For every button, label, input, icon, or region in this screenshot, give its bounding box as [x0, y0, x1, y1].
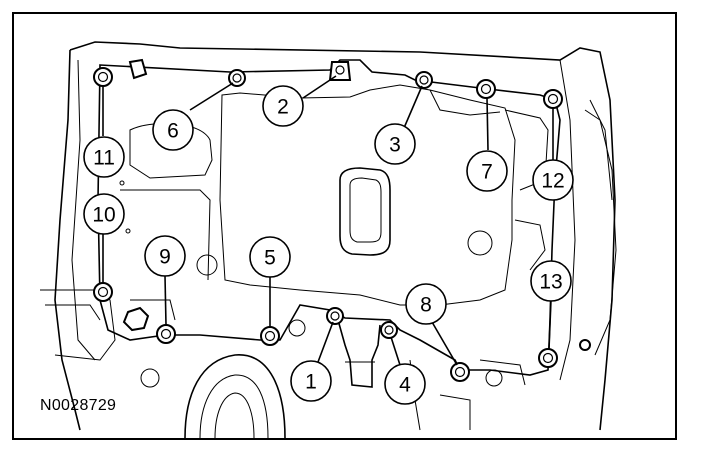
callout-label-2: 2 [277, 96, 289, 119]
callout-label-4: 4 [399, 374, 411, 397]
bolt-7 [476, 79, 496, 99]
figure-frame [12, 12, 677, 440]
bolts [93, 58, 591, 382]
bolt-13 [538, 348, 558, 368]
callout-label-1: 1 [305, 371, 317, 394]
lower-components [119, 180, 526, 439]
callout-5: 5 [249, 236, 291, 278]
bolt-2 [328, 61, 352, 81]
callout-10: 10 [83, 193, 125, 235]
callout-label-10: 10 [92, 204, 115, 227]
callout-label-9: 9 [159, 246, 171, 269]
callout-label-5: 5 [264, 247, 276, 270]
callout-1: 1 [290, 360, 332, 402]
callout-6: 6 [152, 109, 194, 151]
callout-label-6: 6 [167, 120, 179, 143]
bolt-4 [380, 321, 398, 339]
bolt-12 [543, 89, 563, 109]
callout-label-11: 11 [93, 147, 115, 170]
callout-label-13: 13 [539, 271, 562, 294]
bolt-3 [415, 71, 433, 89]
callout-label-8: 8 [420, 294, 432, 317]
callout-2: 2 [262, 85, 304, 127]
callouts: 1 2 3 4 5 6 7 8 9 10 11 12 13 [83, 85, 574, 405]
callout-9: 9 [144, 235, 186, 277]
callout-3: 3 [374, 123, 416, 165]
figure-code: N0028729 [40, 397, 117, 414]
bolt-6 [228, 69, 246, 87]
bolt-8 [450, 362, 470, 382]
callout-7: 7 [466, 150, 508, 192]
callout-13: 13 [530, 260, 572, 302]
callout-label-3: 3 [389, 134, 401, 157]
leader-lines [102, 75, 554, 366]
bolt-5 [260, 326, 280, 346]
bolt-9 [156, 324, 176, 344]
callout-label-7: 7 [481, 161, 493, 184]
callout-12: 12 [532, 159, 574, 201]
bolt-1 [326, 307, 344, 325]
callout-8: 8 [405, 283, 447, 325]
bolt-10 [93, 282, 113, 302]
callout-label-12: 12 [541, 170, 564, 193]
bolt-11 [93, 67, 113, 87]
engine-block [40, 41, 617, 431]
callout-4: 4 [384, 363, 426, 405]
callout-11: 11 [83, 136, 125, 178]
